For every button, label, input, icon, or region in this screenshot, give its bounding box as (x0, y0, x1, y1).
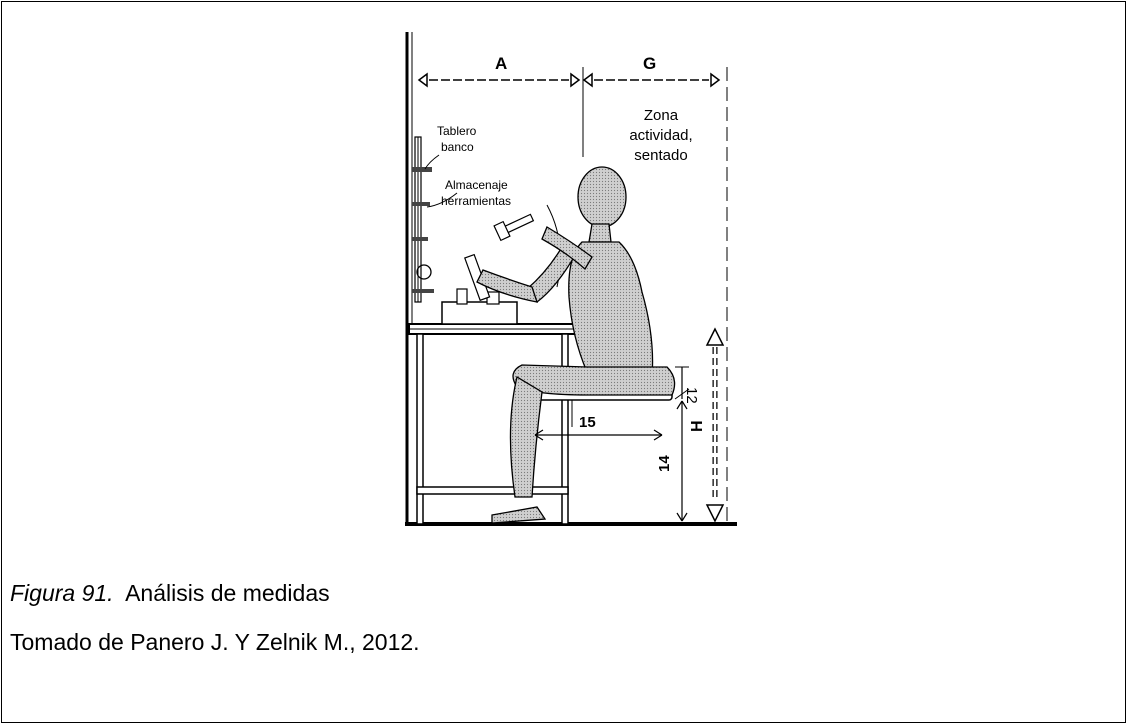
zone-line-2: actividad, (629, 127, 692, 144)
dimension-a-label: A (495, 54, 507, 73)
figure-caption: Figura 91. Análisis de medidas (10, 580, 330, 607)
zone-line-3: sentado (634, 147, 687, 164)
tablero-line-2: banco (441, 140, 474, 154)
dimension-a-arrow (417, 72, 581, 88)
dimension-15: 15 (534, 400, 663, 441)
figure-title: Análisis de medidas (125, 580, 330, 606)
hammer-tool (493, 213, 535, 242)
dimension-g-arrow (582, 72, 721, 88)
almacenaje-label: Almacenaje herramientas (426, 178, 561, 288)
dimension-14-label: 14 (656, 455, 673, 472)
wall (405, 32, 413, 525)
dimension-g-label: G (643, 54, 656, 73)
tablero-line-1: Tablero (437, 124, 477, 138)
figure-source: Tomado de Panero J. Y Zelnik M., 2012. (10, 629, 420, 655)
almacenaje-line-1: Almacenaje (445, 178, 508, 192)
ergonomic-workbench-figure: A G Zona actividad, sentado Tablero (405, 32, 737, 527)
almacenaje-line-2: herramientas (441, 194, 511, 208)
dimension-12-label: 12 (683, 387, 700, 404)
tool-rack (412, 136, 434, 303)
seated-person-silhouette (476, 166, 676, 524)
dimension-h-arrow: H (689, 327, 725, 523)
tablero-label: Tablero banco (424, 124, 477, 170)
workbench (408, 253, 580, 525)
dimension-14: 14 (656, 400, 688, 522)
zone-activity-label: Zona actividad, sentado (629, 107, 692, 164)
dimension-12: 12 (674, 366, 700, 404)
figure-number: Figura 91. (10, 580, 114, 606)
dimension-h-label: H (689, 420, 706, 432)
dimension-15-label: 15 (579, 414, 596, 431)
zone-line-1: Zona (644, 107, 679, 124)
